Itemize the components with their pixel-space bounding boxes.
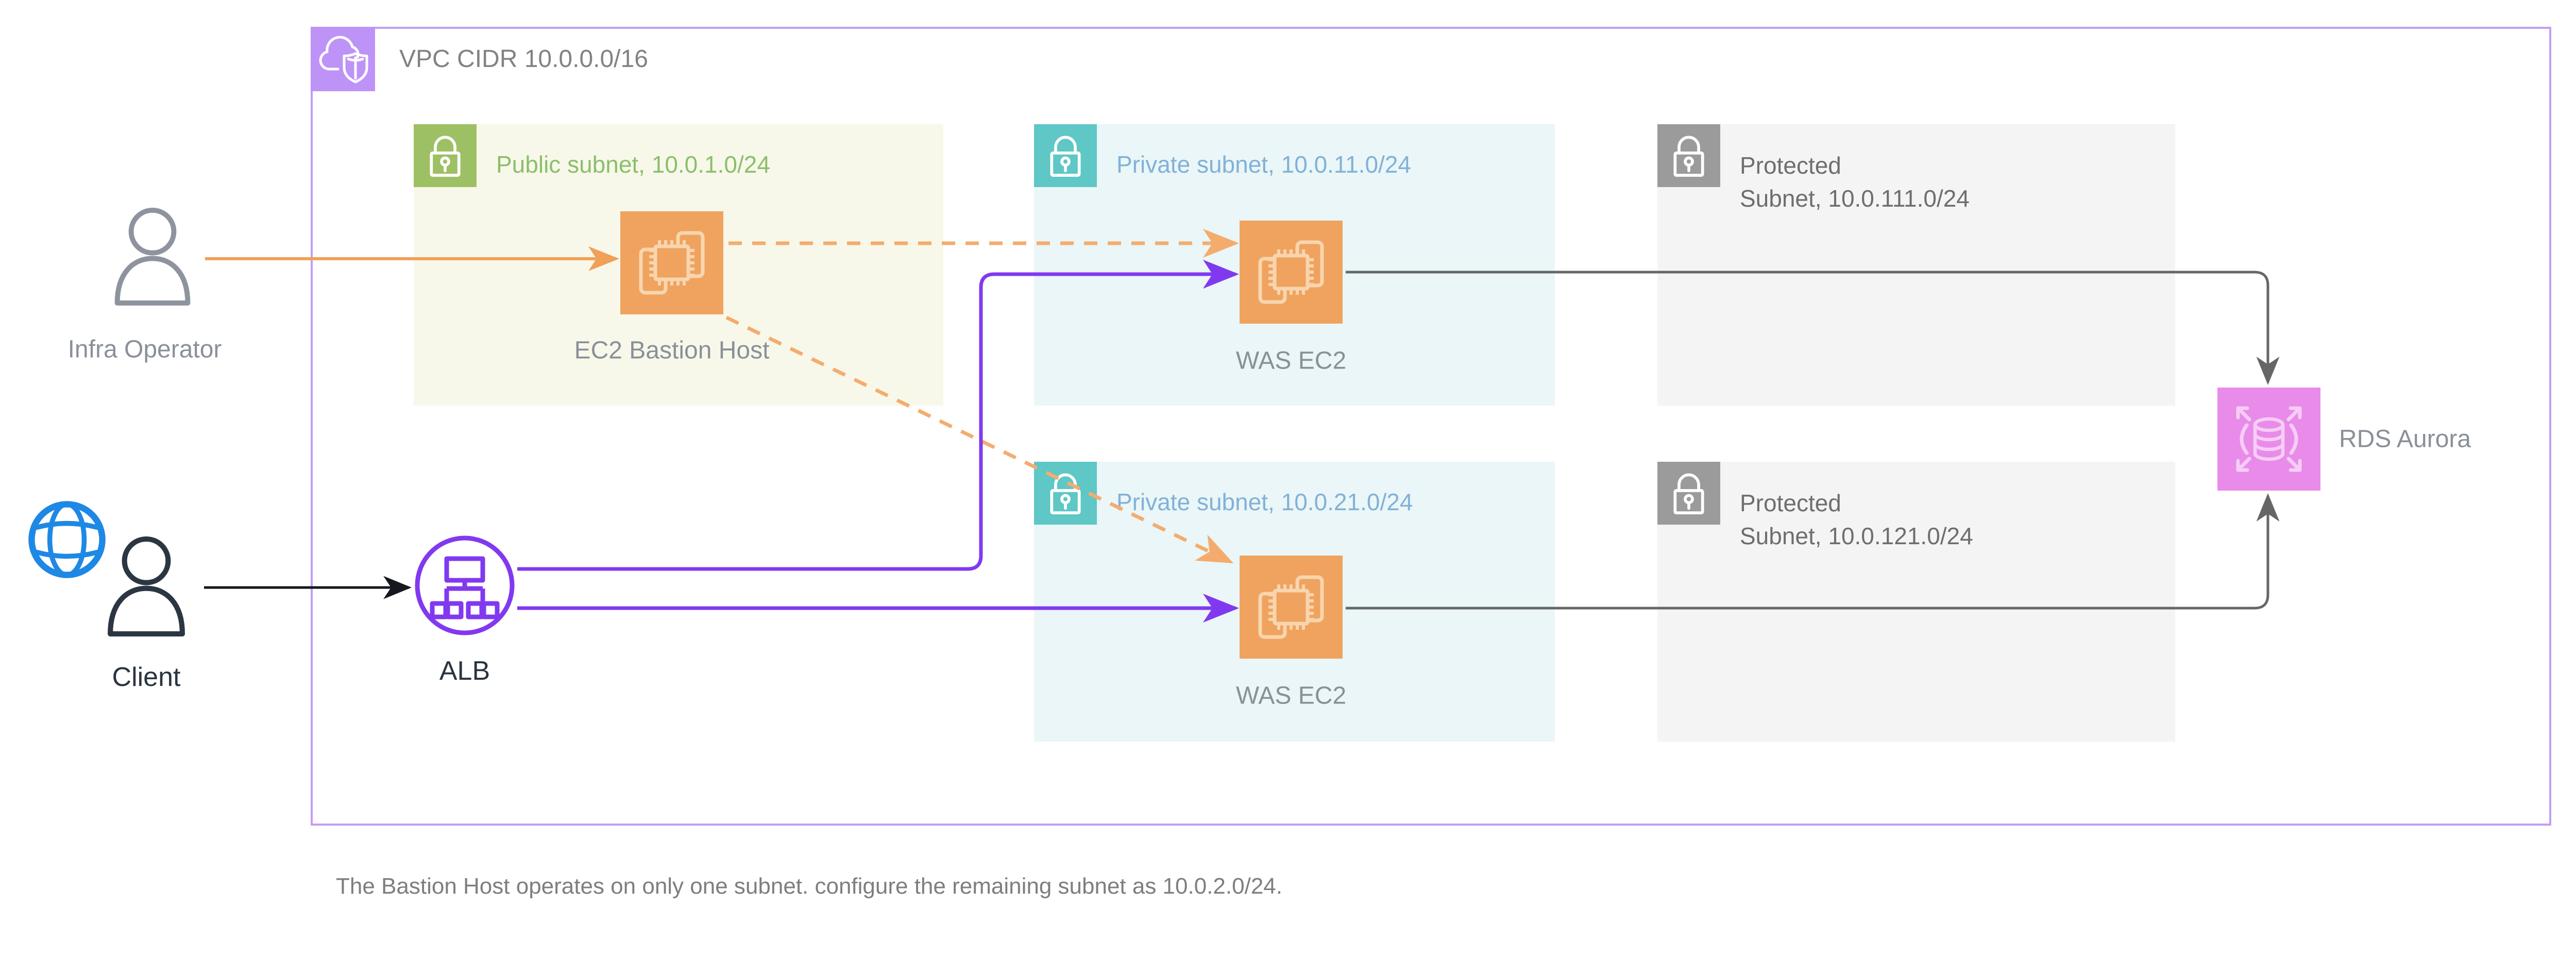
protected-subnet-bottom-label-line2: Subnet, 10.0.121.0/24 (1740, 523, 1973, 549)
lock-icon (1034, 462, 1097, 525)
protected-subnet-bottom-box: Protected Subnet, 10.0.121.0/24 (1657, 462, 2175, 742)
protected-subnet-top-label-line2: Subnet, 10.0.111.0/24 (1740, 185, 1970, 212)
rds-aurora-label: RDS Aurora (2339, 425, 2471, 453)
private-subnet-bottom-label: Private subnet, 10.0.21.0/24 (1116, 489, 1413, 515)
rds-aurora-icon (2217, 388, 2320, 491)
infra-operator-label: Infra Operator (67, 336, 222, 363)
protected-subnet-bottom-label: Protected Subnet, 10.0.121.0/24 (1740, 487, 1973, 552)
ec2-bastion-label: EC2 Bastion Host (574, 337, 770, 364)
was-ec2-bottom-icon (1240, 556, 1343, 659)
was-ec2-top-icon (1240, 221, 1343, 324)
client-label: Client (112, 662, 181, 692)
public-subnet-label: Public subnet, 10.0.1.0/24 (496, 151, 770, 178)
alb-label: ALB (439, 656, 490, 686)
lock-icon (1657, 124, 1720, 187)
protected-subnet-top-label-line1: Protected (1740, 152, 1841, 179)
ec2-bastion-icon (620, 211, 723, 314)
globe-icon (25, 498, 109, 581)
protected-subnet-top-label: Protected Subnet, 10.0.111.0/24 (1740, 149, 1970, 215)
vpc-cloud-shield-icon (311, 27, 375, 91)
lock-icon (414, 124, 477, 187)
was-ec2-bottom-label: WAS EC2 (1235, 682, 1347, 710)
lock-icon (1657, 462, 1720, 525)
protected-subnet-bottom-label-line1: Protected (1740, 490, 1841, 516)
person-icon (106, 199, 199, 313)
vpc-label: VPC CIDR 10.0.0.0/16 (399, 45, 648, 73)
person-icon (99, 528, 194, 644)
protected-subnet-top-box: Protected Subnet, 10.0.111.0/24 (1657, 124, 2175, 406)
was-ec2-top-label: WAS EC2 (1235, 347, 1347, 375)
alb-icon (413, 534, 516, 637)
lock-icon (1034, 124, 1097, 187)
diagram-note: The Bastion Host operates on only one su… (336, 874, 1282, 899)
private-subnet-top-label: Private subnet, 10.0.11.0/24 (1116, 151, 1411, 178)
